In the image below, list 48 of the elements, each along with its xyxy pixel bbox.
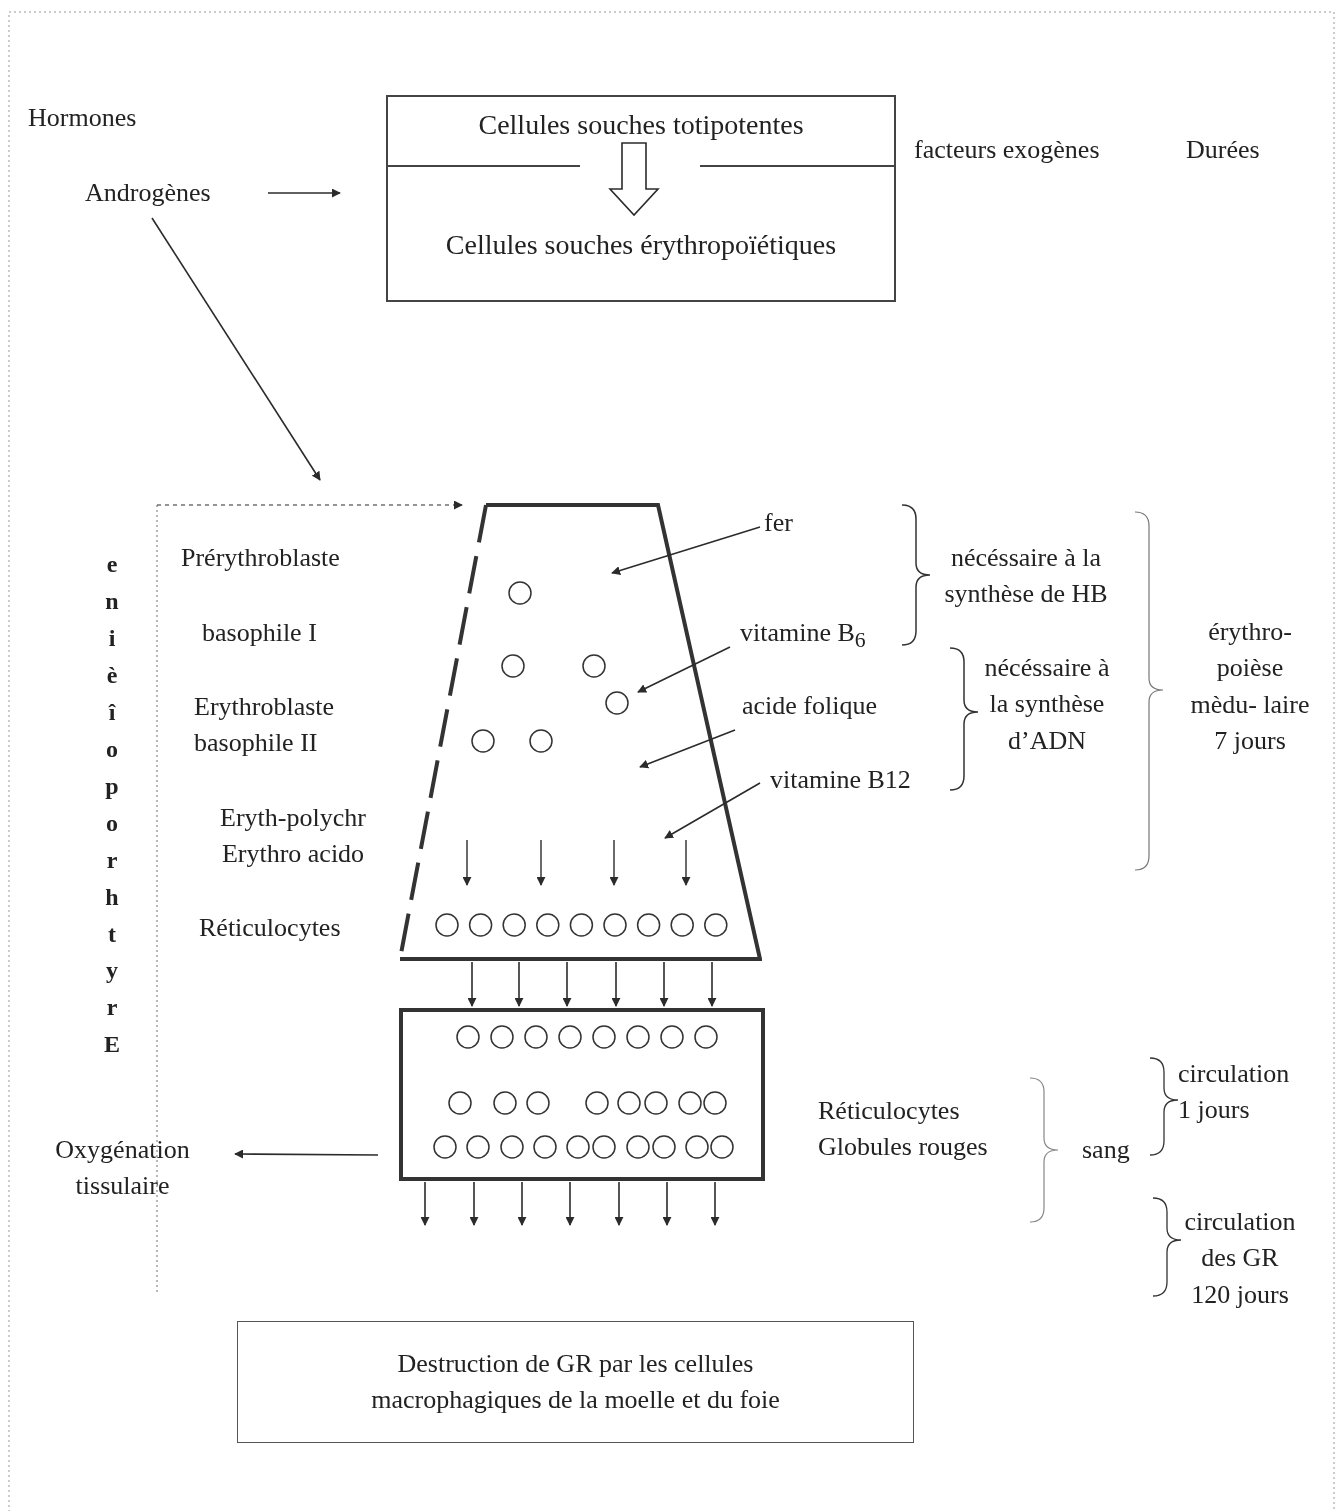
- label-text: basophile I: [202, 617, 318, 649]
- label-text: sang: [1082, 1134, 1131, 1166]
- arrow: [614, 1181, 624, 1226]
- arrow: [565, 1181, 575, 1226]
- arrow: [707, 961, 717, 1007]
- node-label: fer: [764, 507, 793, 539]
- node-text: Cellules souches totipotentes: [478, 108, 804, 142]
- arrow: [156, 500, 463, 510]
- label-text: Prérythroblaste: [181, 542, 341, 574]
- arrow: [710, 1181, 720, 1226]
- arrow: [637, 646, 731, 693]
- vertical-text: enièîoporhtyrE: [104, 550, 120, 1060]
- label-text: nécéssaire à la synthèse d’ADN: [983, 652, 1111, 757]
- arrow: [662, 1181, 672, 1226]
- node-label: acide folique: [742, 690, 877, 722]
- arrow: [514, 961, 524, 1007]
- label-text: Hormones: [28, 102, 138, 134]
- arrow: [562, 961, 572, 1007]
- label-text: Eryth-polychr Erythro acido: [219, 802, 367, 871]
- label-text: Erythroblaste basophile II: [194, 691, 336, 760]
- node-text: Cellules souches érythropoïétiques: [445, 228, 837, 262]
- label-text: Réticulocytes: [199, 912, 342, 944]
- arrow: [611, 526, 761, 575]
- label-text: facteurs exogènes: [914, 134, 1101, 166]
- hollow-arrow: [608, 142, 660, 217]
- arrow: [469, 1181, 479, 1226]
- arrow: [611, 961, 621, 1007]
- label-text: nécéssaire à la synthèse de HB: [943, 542, 1109, 611]
- node-label: Oxygénation tissulaire: [54, 1134, 191, 1203]
- label-text: circulation 1 jours: [1178, 1058, 1291, 1127]
- node-label: vitamine B$_{6}$: [740, 617, 866, 655]
- label-text: érythro- poièse mèdu- laire 7 jours: [1189, 616, 1311, 758]
- arrow: [467, 961, 477, 1007]
- arrow: [517, 1181, 527, 1226]
- arrow: [151, 217, 321, 481]
- arrow: [420, 1181, 430, 1226]
- text-box: [237, 1321, 914, 1443]
- arrow: [267, 188, 341, 198]
- label-text: Réticulocytes Globules rouges: [818, 1095, 989, 1164]
- node-label: Androgènes: [85, 177, 211, 209]
- node-text: Destruction de GR par les cellules macrophagiques de la moelle et du foie: [370, 1347, 781, 1416]
- arrow: [664, 782, 761, 839]
- label-text: Durées: [1186, 134, 1261, 166]
- node-label: vitamine B12: [770, 764, 911, 796]
- label-text: circulation des GR 120 jours: [1183, 1206, 1297, 1311]
- arrow: [659, 961, 669, 1007]
- arrow: [234, 1149, 379, 1159]
- arrow: [639, 729, 736, 769]
